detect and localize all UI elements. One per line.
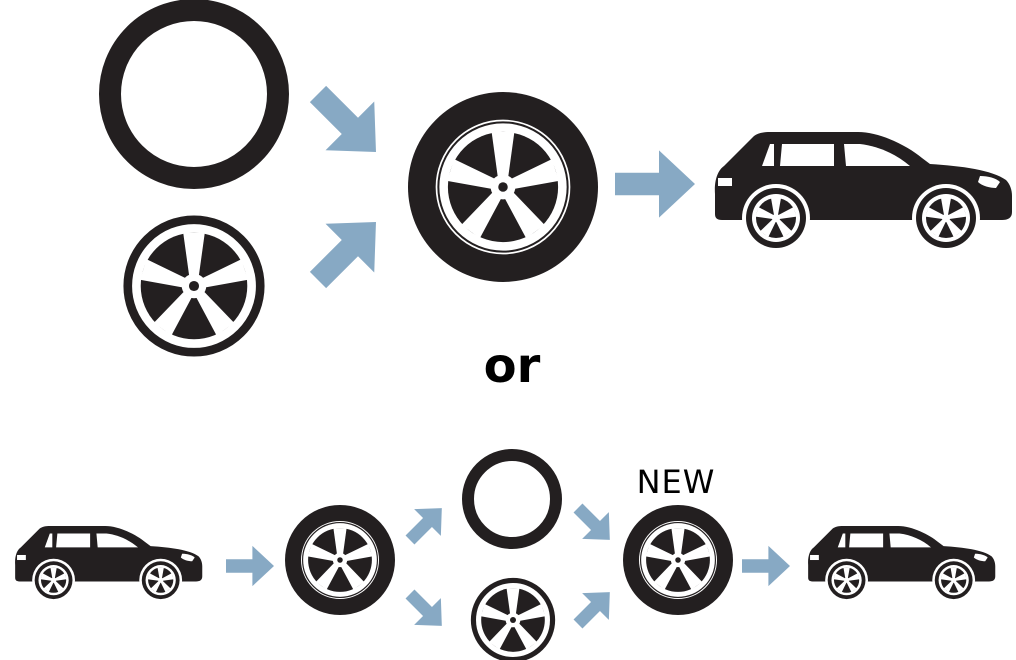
tire-ring-icon	[99, 0, 289, 189]
right-arrow-icon-2	[742, 545, 790, 587]
rim-icon	[128, 220, 260, 352]
car-icon-left	[15, 526, 202, 602]
diagonal-down-arrow-icon	[293, 69, 401, 177]
right-arrow-icon-1	[226, 545, 274, 587]
car-icon-right	[808, 526, 995, 602]
diagonal-up-arrow-icon	[293, 197, 401, 305]
wheel-icon	[408, 92, 598, 282]
new-label: NEW	[636, 463, 716, 501]
rim-icon-small	[473, 580, 552, 659]
right-arrow-icon	[615, 150, 695, 218]
diagonal-up-arrow-icon-2	[564, 578, 624, 638]
wheel-icon-old	[285, 505, 395, 615]
diagonal-down-arrow-icon-1	[396, 580, 456, 640]
or-label: or	[483, 338, 541, 394]
diagonal-down-arrow-icon-2	[564, 494, 624, 554]
diagonal-up-arrow-icon-1	[396, 494, 456, 554]
car-icon	[715, 132, 1012, 252]
wheel-icon-new	[623, 505, 733, 615]
tire-ring-icon-small	[462, 449, 562, 549]
